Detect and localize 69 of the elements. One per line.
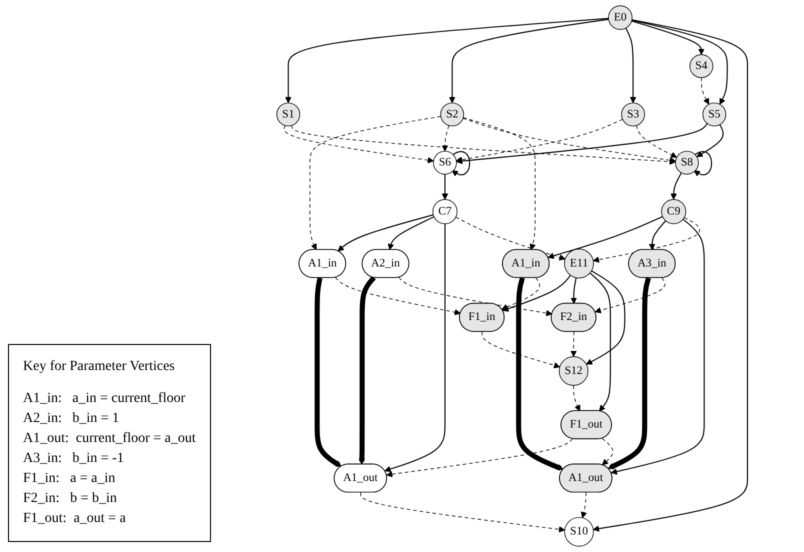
arrow <box>452 151 470 176</box>
arrow <box>358 276 376 465</box>
node-circle: C9 <box>661 199 686 224</box>
key-entry: A2_in: b_in = 1 <box>23 410 120 428</box>
arrow <box>632 20 728 105</box>
node-circle: S1 <box>276 102 300 126</box>
arrow <box>338 214 434 252</box>
arrow <box>626 28 636 104</box>
arrow <box>502 278 540 310</box>
key-entry: F2_in: b = b_in <box>23 490 118 508</box>
key-heading: Key for Parameter Vertices <box>23 358 176 376</box>
arrow <box>573 385 581 412</box>
key-entry: F1_out: a_out = a <box>23 510 127 528</box>
arrow <box>456 118 624 163</box>
node-circle: S6 <box>433 150 458 175</box>
arrow <box>608 277 652 470</box>
key-entry: A1_in: a_in = current_floor <box>23 390 186 408</box>
arrow <box>694 151 712 176</box>
arrow <box>442 125 450 152</box>
arrow <box>335 277 461 316</box>
arrow <box>310 116 442 250</box>
arrow <box>314 277 342 468</box>
arrow <box>636 125 678 158</box>
arrow <box>285 18 609 104</box>
arrow <box>386 438 574 478</box>
node-circle: E11 <box>564 248 594 278</box>
arrow <box>442 174 448 200</box>
node-circle: S10 <box>564 517 594 547</box>
node-circle: C7 <box>432 199 458 224</box>
node-circle: E0 <box>608 5 633 30</box>
key-entry: F1_in: a = a_in <box>23 470 116 488</box>
arrow <box>696 124 724 158</box>
arrow <box>570 278 578 304</box>
arrow <box>456 123 708 164</box>
node-circle: S5 <box>702 102 726 126</box>
arrow <box>291 125 676 165</box>
arrow <box>284 125 434 164</box>
arrow <box>701 77 710 105</box>
arrow <box>548 216 664 259</box>
arrow <box>593 19 748 532</box>
node-circle: S8 <box>675 150 700 175</box>
arrow <box>360 492 566 532</box>
arrow <box>581 492 588 518</box>
arrow <box>516 277 564 471</box>
arrow <box>463 117 536 250</box>
arrow <box>595 278 666 314</box>
arrow <box>384 224 446 472</box>
arrow <box>593 217 700 263</box>
arrow <box>590 272 612 412</box>
arrow <box>456 216 566 260</box>
arrow <box>649 220 666 250</box>
arrow <box>570 331 577 357</box>
arrow <box>449 18 609 104</box>
arrow <box>611 218 705 475</box>
arrow <box>482 331 560 368</box>
key-entry: A3_in: b_in = -1 <box>23 450 125 468</box>
node-circle: S2 <box>440 102 464 126</box>
arrow <box>502 274 572 312</box>
arrow <box>632 20 705 55</box>
arrow <box>602 438 614 466</box>
node-circle: S3 <box>621 102 646 126</box>
node-circle: S4 <box>690 54 714 78</box>
arrow <box>586 270 626 365</box>
arrow <box>670 172 682 200</box>
arrow <box>462 118 676 164</box>
arrow <box>398 277 553 316</box>
key-entry: A1_out: current_floor = a_out <box>23 430 196 448</box>
node-circle: S12 <box>559 356 589 386</box>
arrow <box>388 216 434 250</box>
